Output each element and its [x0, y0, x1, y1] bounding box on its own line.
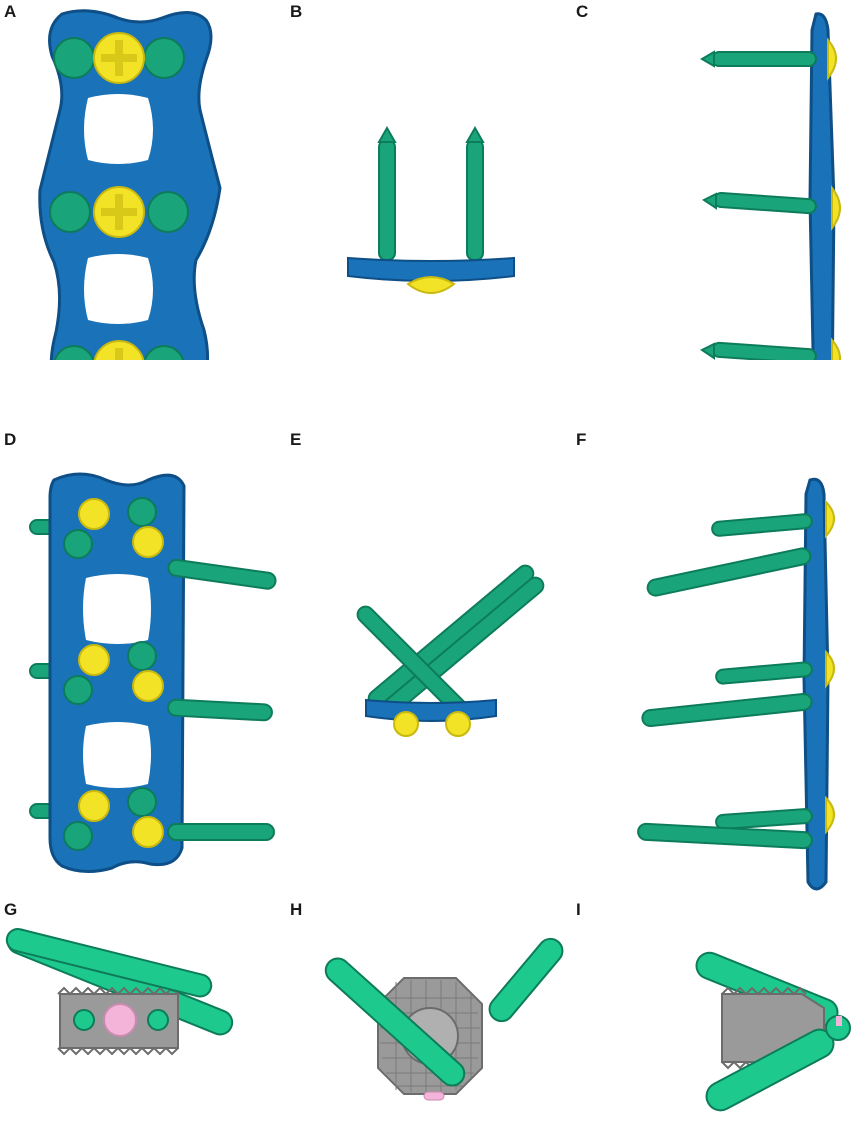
panel-e: E: [286, 428, 572, 898]
panel-label-i: I: [576, 900, 581, 919]
cage-screw-right: [488, 937, 564, 1023]
panel-f: F: [572, 428, 858, 898]
cage-pink-marker: [423, 1091, 445, 1101]
screw-lower: [700, 337, 841, 360]
panel-a: A: [0, 0, 286, 360]
screw-row-bottom: [53, 340, 185, 360]
plate-crossed-axial-view: [356, 564, 545, 737]
panel-label-a: A: [4, 2, 17, 21]
screw-shaft-right-1: [167, 558, 277, 590]
cage-graft-window: [103, 1003, 137, 1037]
screw-middle: [702, 185, 841, 231]
cage-teeth-top: [57, 986, 179, 996]
panel-label-f: F: [576, 430, 587, 449]
screw-head-right: [445, 711, 471, 737]
screw-right: [465, 125, 485, 261]
plate-divergent-lateral-view: [637, 477, 835, 891]
plate-body: [38, 9, 222, 360]
panel-label-h: H: [290, 900, 303, 919]
screw-head-3: [825, 795, 835, 835]
cage-pink-marker: [836, 1016, 842, 1026]
screw-4: [641, 692, 813, 728]
plate-window-upper: [83, 574, 151, 644]
panel-label-c: C: [576, 2, 589, 21]
plate-lateral-view: [700, 12, 841, 360]
panel-h: H: [286, 898, 572, 1118]
screw-heads-top: [63, 497, 164, 559]
panel-g: G: [0, 898, 286, 1118]
panel-label-b: B: [290, 2, 303, 21]
plate-side: [802, 477, 830, 891]
plate-window-lower: [83, 722, 151, 788]
screw-head-yellow: [406, 276, 456, 294]
cage-oblique-view: [695, 951, 851, 1112]
panel-c: C: [572, 0, 858, 360]
screw-shaft-right-3: [167, 823, 275, 841]
panel-i: I: [572, 898, 858, 1118]
plate-edge: [347, 256, 515, 282]
panel-label-g: G: [4, 900, 18, 919]
plate-side: [808, 12, 836, 360]
panel-d: D: [0, 428, 286, 898]
plate-edge: [365, 698, 497, 722]
cage-screw-upper: [5, 928, 213, 998]
plate-window-lower: [84, 254, 153, 324]
cage-screw-left: [324, 957, 466, 1087]
plate-front-view: [38, 9, 222, 360]
screw-1: [711, 513, 813, 537]
screw-head-1: [825, 499, 835, 539]
cage-teeth-top: [721, 986, 807, 996]
plate-window-upper: [84, 94, 153, 164]
screw-heads-middle: [63, 641, 164, 705]
screw-shaft-right-2: [167, 698, 273, 722]
screw-head-2: [825, 649, 835, 689]
cage-screw-end-left: [73, 1009, 95, 1031]
screw-3: [715, 661, 813, 685]
panel-label-d: D: [4, 430, 17, 449]
plate-body: [48, 472, 186, 873]
screw-left: [377, 125, 397, 261]
cage-axial-view: [324, 937, 564, 1101]
panel-label-e: E: [290, 430, 302, 449]
screw-6: [637, 822, 813, 850]
screw-2: [646, 547, 812, 597]
plate-oblique-front-view: [29, 472, 277, 873]
plate-axial-view: [347, 125, 515, 294]
cage-lateral-view: [5, 928, 234, 1056]
screw-5: [715, 808, 813, 830]
screw-row-middle: [49, 186, 189, 238]
panel-b: B: [286, 0, 572, 360]
screw-upper: [700, 37, 837, 81]
screw-heads-bottom: [63, 787, 164, 851]
screw-head-left: [393, 711, 419, 737]
cage-screw-end-right: [147, 1009, 169, 1031]
screw-row-top: [53, 32, 185, 84]
cage-teeth-bottom: [57, 1046, 179, 1056]
